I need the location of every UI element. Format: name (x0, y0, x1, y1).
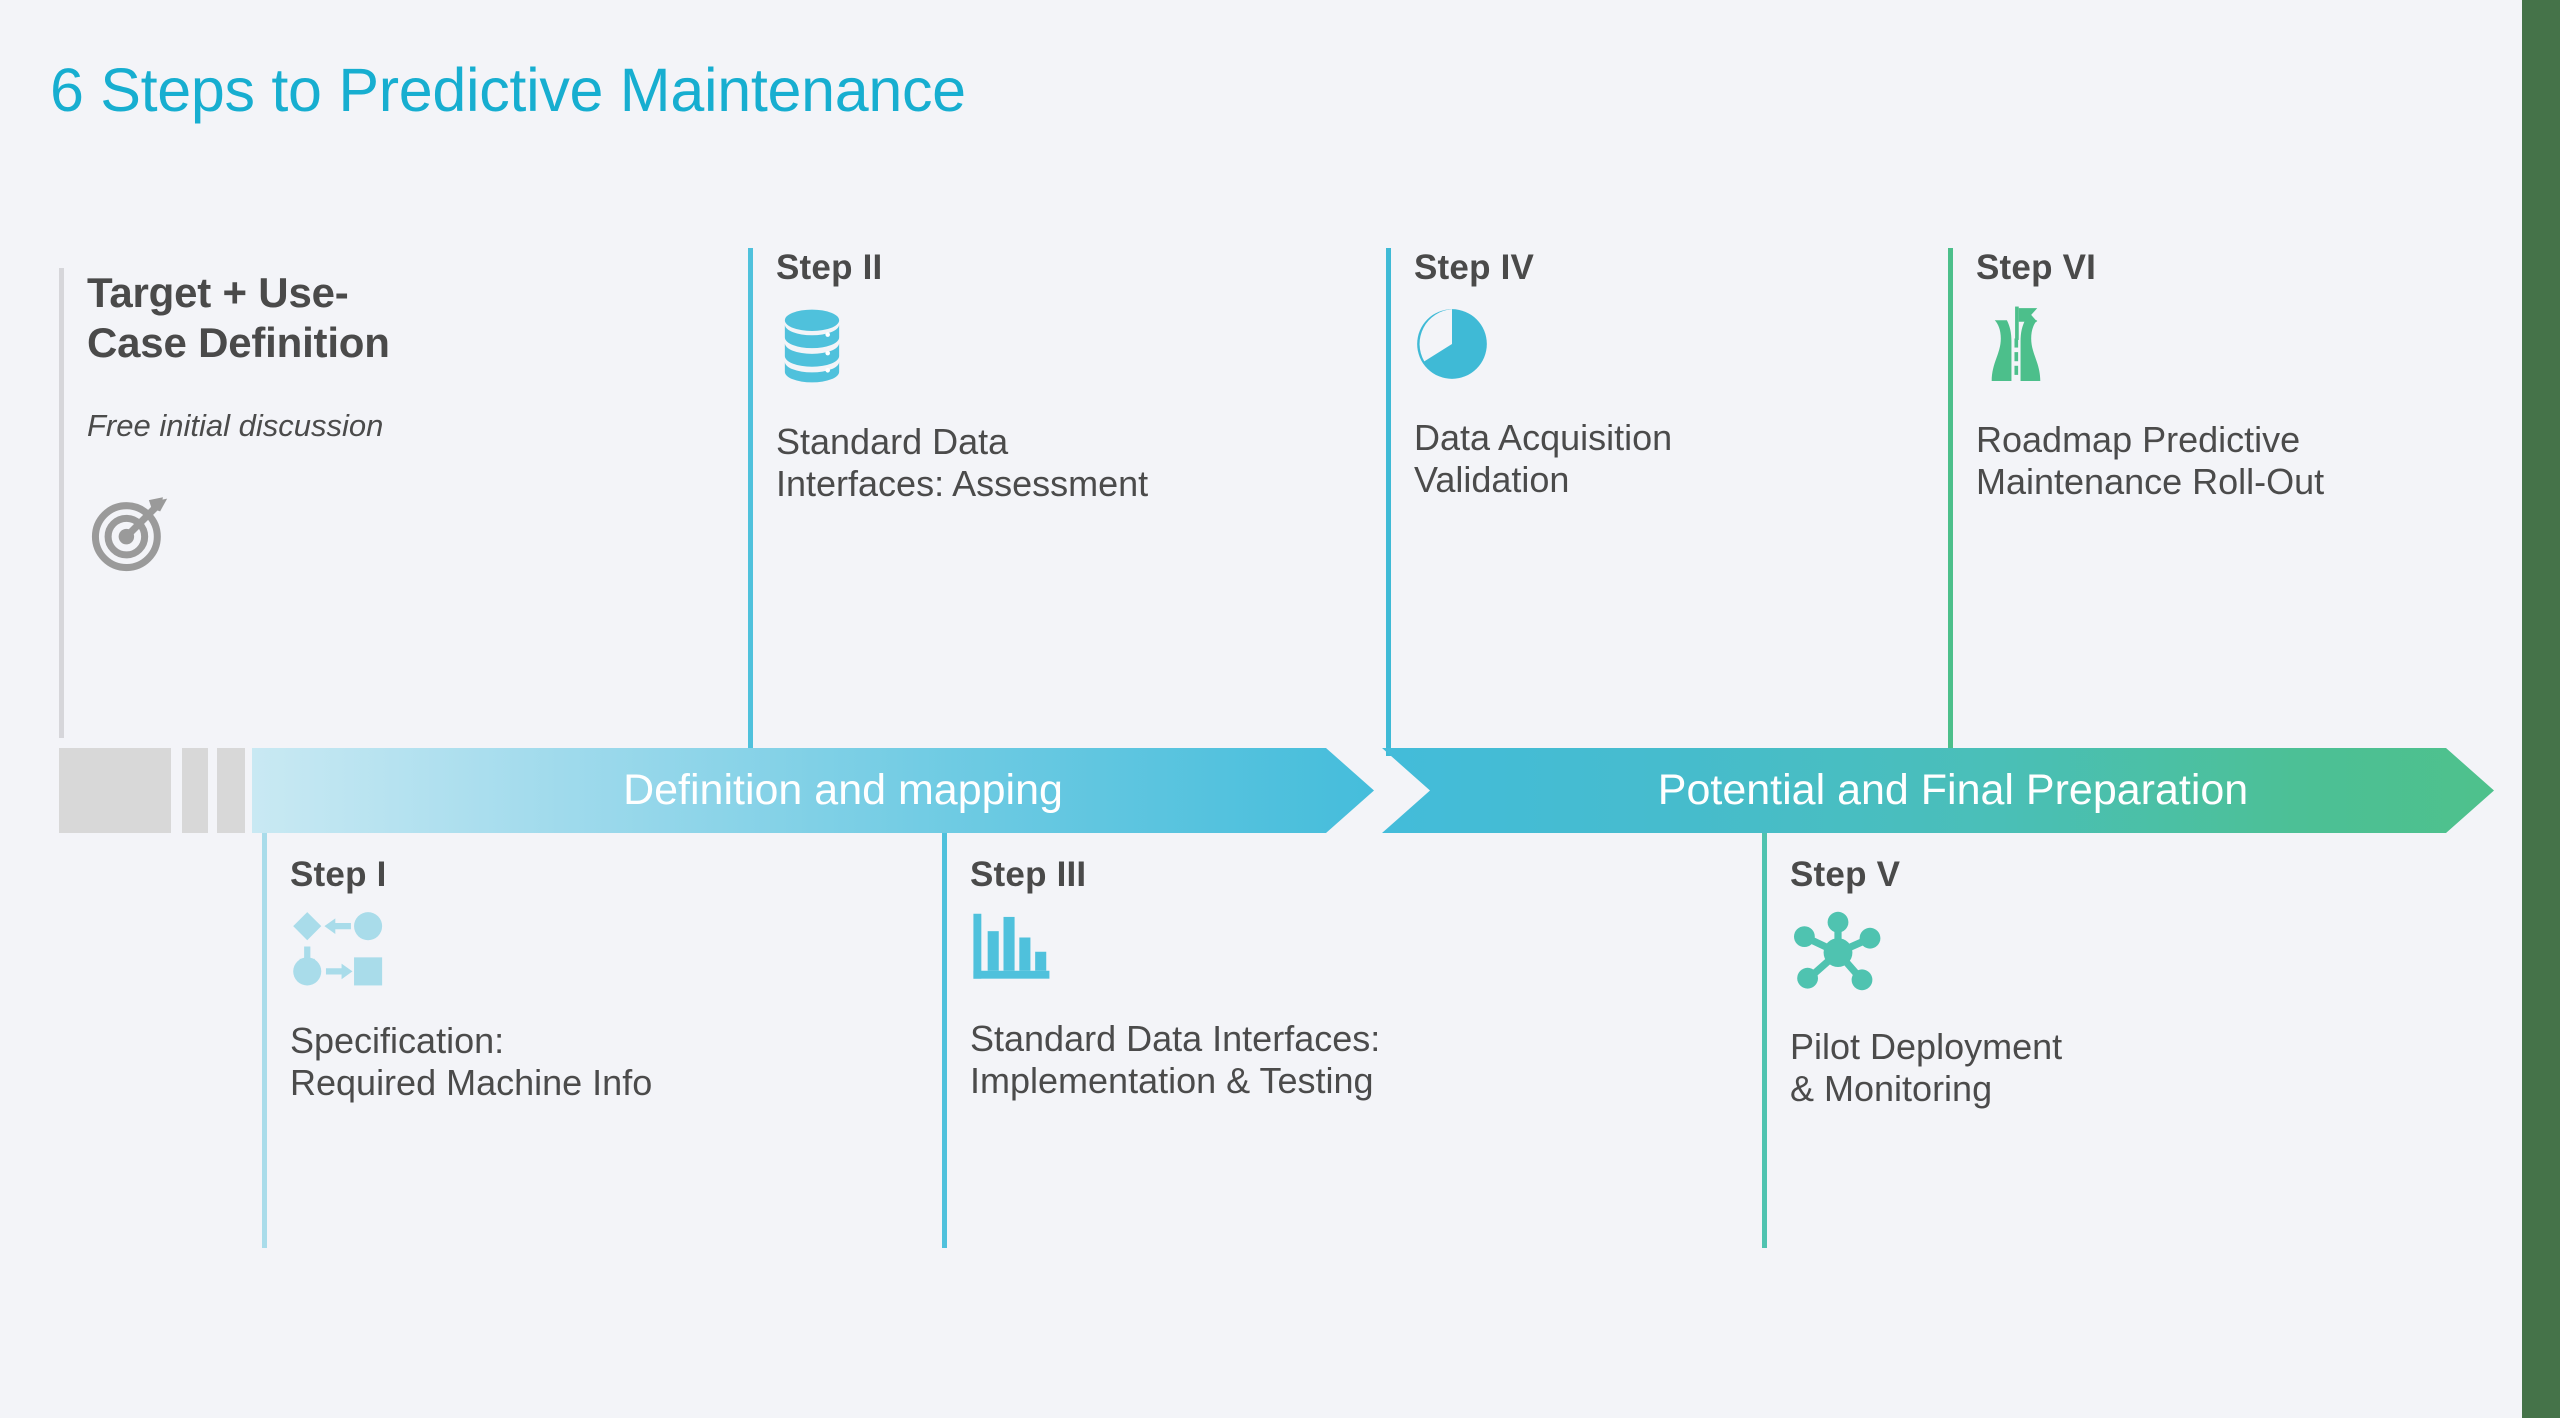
page-title: 6 Steps to Predictive Maintenance (50, 56, 966, 124)
edge-strip (2522, 0, 2560, 1418)
step-ii-column: Step II Standard Data Interfaces: Assess… (748, 248, 1368, 756)
lead-block-2 (182, 748, 208, 833)
network-hub-icon (1790, 909, 2322, 998)
intro-block: Target + Use- Case Definition Free initi… (59, 268, 390, 738)
intro-title: Target + Use- Case Definition (87, 269, 390, 366)
lead-block-1 (59, 748, 171, 833)
intro-subtitle: Free initial discussion (87, 407, 384, 443)
phase-banner: Definition and mapping Potential and Fin… (252, 748, 2494, 833)
phase-segment-potential-label: Potential and Final Preparation (1657, 766, 2249, 814)
step-v-description: Pilot Deployment & Monitoring (1790, 1026, 2063, 1110)
step-i-description: Specification: Required Machine Info (290, 1020, 653, 1104)
phase-segment-definition[interactable]: Definition and mapping (252, 748, 1374, 833)
step-i-column: Step I Specification: Required Machine I… (262, 833, 882, 1248)
step-i-connector-line (262, 833, 267, 1248)
step-ii-label: Step II (776, 248, 883, 287)
database-icon (776, 306, 1368, 391)
road-flag-icon (1976, 302, 2548, 389)
step-iii-description: Standard Data Interfaces: Implementation… (970, 1018, 1381, 1102)
step-vi-description: Roadmap Predictive Maintenance Roll-Out (1976, 419, 2325, 503)
phase-segment-definition-label: Definition and mapping (623, 766, 1063, 814)
step-v-connector-line (1762, 833, 1767, 1248)
step-v-column: Step V (1762, 833, 2322, 1248)
step-vi-connector-line (1948, 248, 1953, 756)
step-ii-description: Standard Data Interfaces: Assessment (776, 421, 1149, 505)
step-ii-connector-line (748, 248, 753, 756)
step-iv-label: Step IV (1414, 248, 1535, 287)
phase-segment-potential[interactable]: Potential and Final Preparation (1382, 748, 2494, 833)
intro-connector-line (59, 268, 64, 738)
step-iii-column: Step III Standard Data Interfaces: Imple… (942, 833, 1622, 1248)
step-vi-column: Step VI Roadmap Predictive Maintenance R… (1948, 248, 2548, 756)
step-iv-description: Data Acquisition Validation (1414, 417, 1673, 501)
target-icon (87, 486, 390, 581)
step-iii-label: Step III (970, 855, 1087, 894)
step-iii-connector-line (942, 833, 947, 1248)
step-v-label: Step V (1790, 855, 1901, 894)
step-iv-column: Step IV Data Acquisition Validation (1386, 248, 1906, 756)
step-vi-label: Step VI (1976, 248, 2097, 287)
flowchart-icon (290, 909, 882, 992)
pie-chart-icon (1414, 306, 1906, 387)
lead-block-3 (217, 748, 245, 833)
step-iv-connector-line (1386, 248, 1391, 756)
step-i-label: Step I (290, 855, 387, 894)
bar-chart-icon (970, 909, 1622, 990)
